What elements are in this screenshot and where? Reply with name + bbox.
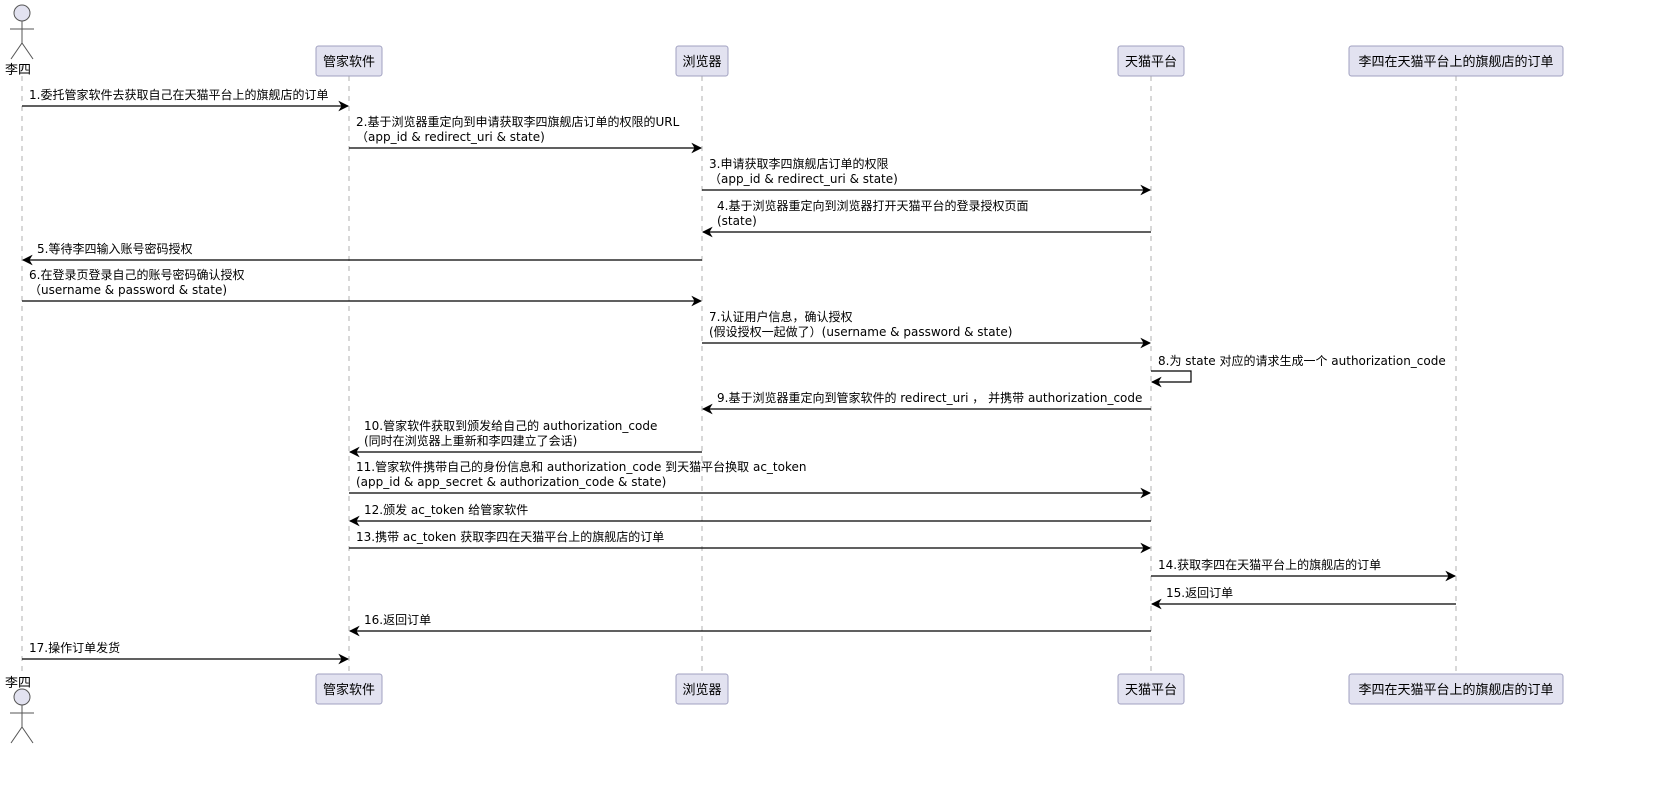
participant-label: 天猫平台	[1125, 683, 1177, 698]
message-7: 7.认证用户信息，确认授权(假设授权一起做了）(username & passw…	[702, 309, 1152, 349]
message-label: 7.认证用户信息，确认授权	[709, 309, 852, 324]
participant-label: 天猫平台	[1125, 55, 1177, 70]
participants-bottom: 李四 管家软件 浏览器 天猫平台 李四在天猫平台上的旗舰店的订单	[5, 673, 1564, 744]
lifelines	[21, 66, 1457, 676]
message-14: 14.获取李四在天猫平台上的旗舰店的订单	[1151, 557, 1457, 582]
participant-shop-bottom: 李四在天猫平台上的旗舰店的订单	[1348, 673, 1564, 705]
stick-figure-icon	[10, 4, 34, 60]
participant-box	[315, 45, 383, 77]
message-label: 10.管家软件获取到颁发给自己的 authorization_code	[364, 418, 657, 433]
participant-box	[1117, 45, 1185, 77]
participant-tmall-bottom: 天猫平台	[1117, 673, 1185, 705]
message-label: 15.返回订单	[1166, 586, 1233, 600]
participants-top: 李四 管家软件 浏览器 天猫平台 李四在天猫平台上的旗舰店的订单	[5, 4, 1564, 78]
participant-box	[1348, 673, 1564, 705]
message-label: (同时在浏览器上重新和李四建立了会话)	[364, 433, 577, 448]
participant-box	[1348, 45, 1564, 77]
participant-browser-bottom: 浏览器	[675, 673, 729, 705]
participant-guanjia-top: 管家软件	[315, 45, 383, 77]
message-label: 1.委托管家软件去获取自己在天猫平台上的旗舰店的订单	[29, 87, 328, 102]
message-label: 16.返回订单	[364, 613, 431, 627]
participant-label: 李四在天猫平台上的旗舰店的订单	[1358, 54, 1553, 70]
messages: 1.委托管家软件去获取自己在天猫平台上的旗舰店的订单 2.基于浏览器重定向到申请获…	[21, 87, 1457, 665]
message-label: 8.为 state 对应的请求生成一个 authorization_code	[1158, 353, 1446, 368]
message-label: (app_id & app_secret & authorization_cod…	[356, 475, 666, 489]
participant-label: 管家软件	[323, 682, 375, 698]
message-2: 2.基于浏览器重定向到申请获取李四旗舰店订单的权限的URL（app_id & r…	[349, 114, 703, 154]
message-3: 3.申请获取李四旗舰店订单的权限（app_id & redirect_uri &…	[702, 156, 1152, 196]
participant-box	[315, 673, 383, 705]
message-label: 9.基于浏览器重定向到管家软件的 redirect_uri ， 并携带 auth…	[717, 390, 1142, 405]
message-17: 17.操作订单发货	[22, 640, 350, 665]
message-5: 5.等待李四输入账号密码授权	[21, 241, 702, 266]
participant-guanjia-bottom: 管家软件	[315, 673, 383, 705]
message-11: 11.管家软件携带自己的身份信息和 authorization_code 到天猫…	[349, 459, 1152, 499]
message-label: 11.管家软件携带自己的身份信息和 authorization_code 到天猫…	[356, 459, 807, 474]
message-label: （app_id & redirect_uri & state)	[356, 130, 545, 144]
message-label: 5.等待李四输入账号密码授权	[37, 241, 192, 256]
message-label: 13.携带 ac_token 获取李四在天猫平台上的旗舰店的订单	[356, 529, 664, 544]
participant-browser-top: 浏览器	[675, 45, 729, 77]
stick-figure-icon	[10, 688, 34, 744]
message-16: 16.返回订单	[348, 613, 1151, 637]
message-label: (假设授权一起做了）(username & password & state)	[709, 324, 1012, 339]
message-6: 6.在登录页登录自己的账号密码确认授权（username & password …	[22, 267, 703, 307]
participant-label: 李四在天猫平台上的旗舰店的订单	[1358, 682, 1553, 698]
message-label: 14.获取李四在天猫平台上的旗舰店的订单	[1158, 557, 1381, 572]
message-label: 6.在登录页登录自己的账号密码确认授权	[29, 267, 244, 282]
participant-label: 浏览器	[682, 54, 721, 70]
participant-tmall-top: 天猫平台	[1117, 45, 1185, 77]
participant-box	[675, 673, 729, 705]
message-label: （username & password & state)	[29, 283, 227, 297]
message-12: 12.颁发 ac_token 给管家软件	[348, 502, 1151, 527]
message-1: 1.委托管家软件去获取自己在天猫平台上的旗舰店的订单	[22, 87, 350, 112]
message-label: （app_id & redirect_uri & state)	[709, 172, 898, 186]
participant-shop-top: 李四在天猫平台上的旗舰店的订单	[1348, 45, 1564, 77]
self-message-arrow	[1150, 370, 1192, 388]
message-label: 2.基于浏览器重定向到申请获取李四旗舰店订单的权限的URL	[356, 114, 680, 129]
message-label: 12.颁发 ac_token 给管家软件	[364, 502, 528, 517]
actor-lisi-top: 李四	[5, 4, 34, 78]
message-9: 9.基于浏览器重定向到管家软件的 redirect_uri ， 并携带 auth…	[701, 390, 1151, 415]
message-4: 4.基于浏览器重定向到浏览器打开天猫平台的登录授权页面(state)	[701, 198, 1151, 238]
participant-box	[675, 45, 729, 77]
participant-label: 浏览器	[682, 682, 721, 698]
actor-lisi-bottom: 李四	[5, 676, 34, 744]
message-label: 17.操作订单发货	[29, 640, 120, 655]
participant-label: 管家软件	[323, 54, 375, 70]
actor-label: 李四	[5, 676, 31, 691]
message-15: 15.返回订单	[1150, 586, 1456, 610]
message-8: 8.为 state 对应的请求生成一个 authorization_code	[1150, 353, 1446, 388]
message-10: 10.管家软件获取到颁发给自己的 authorization_code(同时在浏…	[348, 418, 702, 458]
actor-label: 李四	[5, 63, 31, 78]
message-label: 3.申请获取李四旗舰店订单的权限	[709, 156, 888, 171]
message-13: 13.携带 ac_token 获取李四在天猫平台上的旗舰店的订单	[349, 529, 1152, 554]
message-label: 4.基于浏览器重定向到浏览器打开天猫平台的登录授权页面	[717, 198, 1028, 213]
participant-box	[1117, 673, 1185, 705]
message-label: (state)	[717, 214, 757, 228]
